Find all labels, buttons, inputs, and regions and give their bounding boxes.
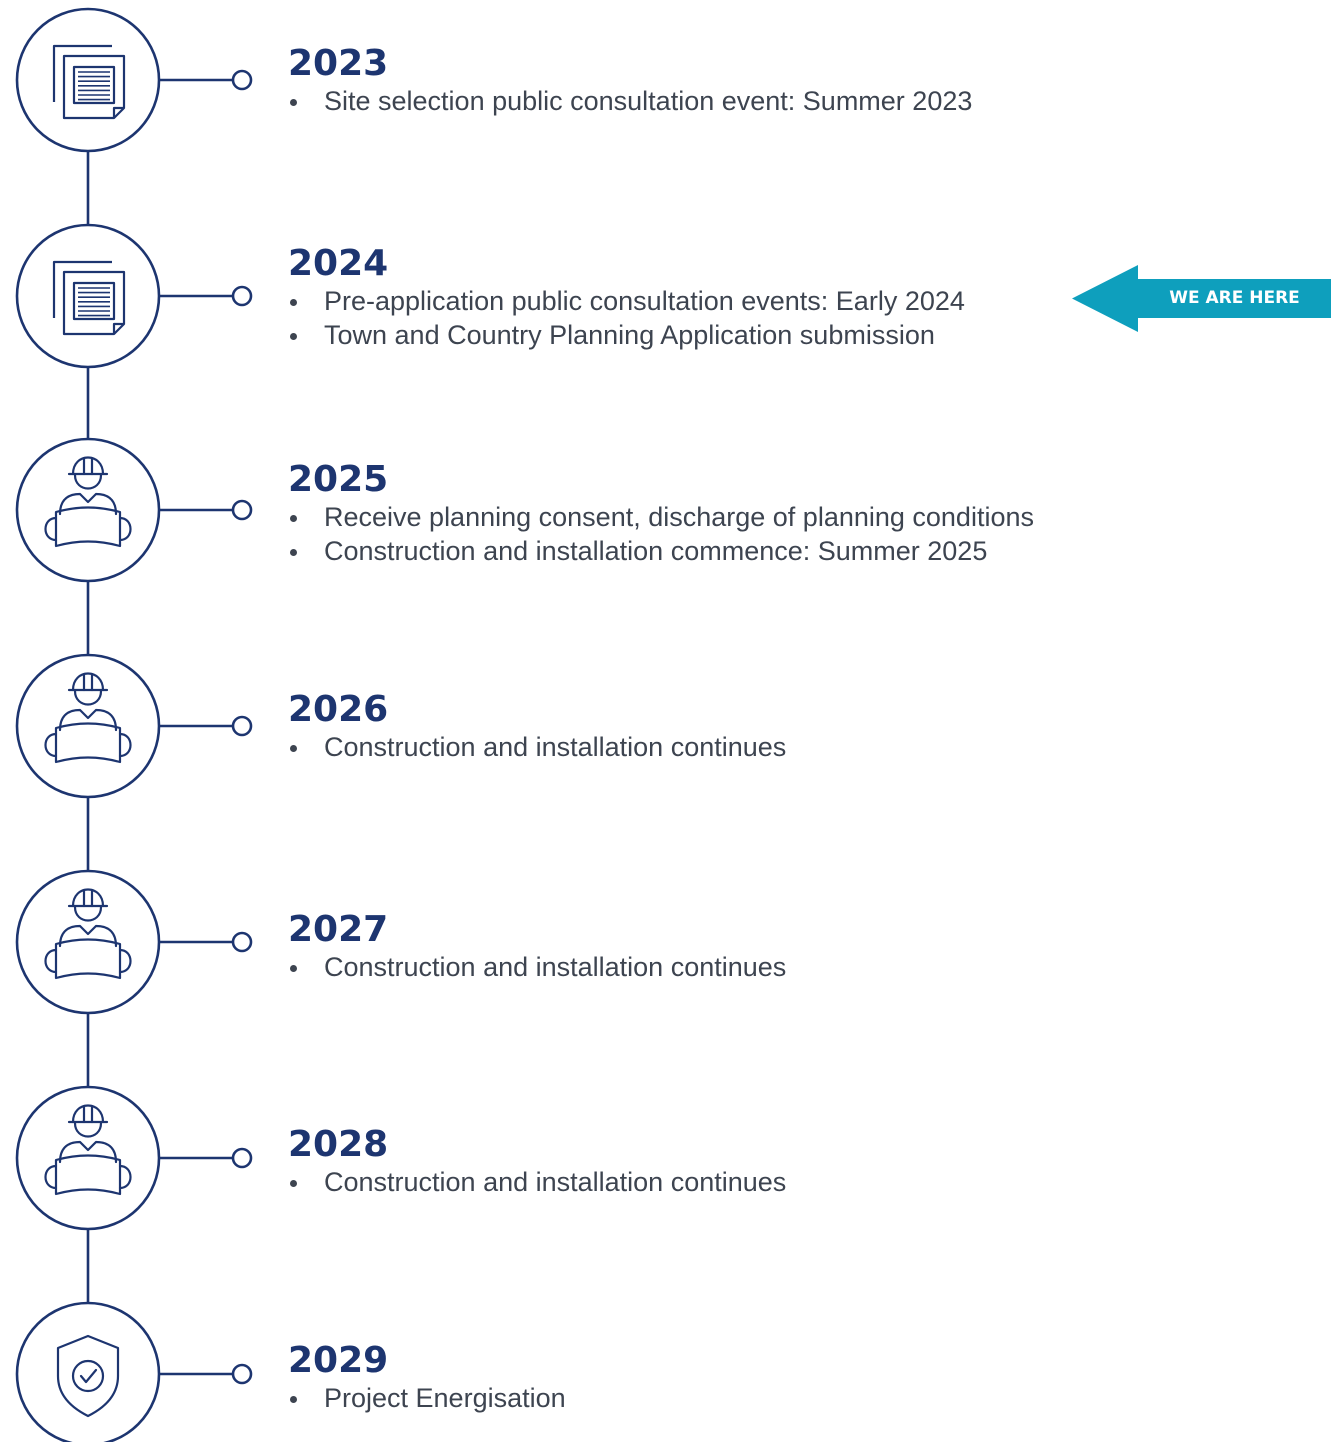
connector-node [231, 285, 253, 307]
milestone-2028 [15, 1085, 253, 1231]
year-heading: 2023 [288, 43, 389, 84]
we-are-here-marker: WE ARE HERE [1072, 265, 1331, 332]
milestone-2026 [15, 653, 253, 799]
milestone-2027 [15, 869, 253, 1015]
milestone-2025 [15, 437, 253, 583]
year-heading: 2028 [288, 1124, 389, 1165]
milestone-item: Construction and installation continues [288, 730, 786, 764]
milestone-item: Town and Country Planning Application su… [288, 318, 965, 352]
worker-with-plans-icon [44, 456, 132, 548]
milestone-circle [15, 869, 161, 1015]
milestone-items: Construction and installation continues [288, 730, 786, 764]
milestone-items: Construction and installation continues [288, 1165, 786, 1199]
connector-node [231, 1147, 253, 1169]
we-are-here-label: WE ARE HERE [1169, 288, 1300, 308]
connector-node [231, 69, 253, 91]
year-heading: 2025 [288, 459, 389, 500]
year-heading: 2029 [288, 1340, 389, 1381]
milestone-circle [15, 1301, 161, 1446]
milestone-circle [15, 1085, 161, 1231]
worker-with-plans-icon [44, 672, 132, 764]
year-heading: 2024 [288, 243, 389, 284]
milestone-2024 [15, 223, 253, 369]
milestone-item: Project Energisation [288, 1381, 566, 1415]
connector-node [231, 715, 253, 737]
milestone-item: Construction and installation continues [288, 950, 786, 984]
milestone-items: Pre-application public consultation even… [288, 284, 965, 352]
connector-node [231, 931, 253, 953]
worker-with-plans-icon [44, 1104, 132, 1196]
shield-check-icon [56, 1334, 120, 1418]
milestone-2029 [15, 1301, 253, 1446]
milestone-2023 [15, 7, 253, 153]
milestone-item: Receive planning consent, discharge of p… [288, 500, 1034, 534]
milestone-circle [15, 7, 161, 153]
marker-arrow-icon [1072, 265, 1331, 332]
milestone-item: Site selection public consultation event… [288, 84, 972, 118]
documents-icon [52, 44, 126, 120]
milestone-items: Project Energisation [288, 1381, 566, 1415]
milestone-item: Pre-application public consultation even… [288, 284, 965, 318]
worker-with-plans-icon [44, 888, 132, 980]
milestone-items: Site selection public consultation event… [288, 84, 972, 118]
milestone-circle [15, 223, 161, 369]
milestone-items: Receive planning consent, discharge of p… [288, 500, 1034, 568]
year-heading: 2026 [288, 689, 389, 730]
milestone-circle [15, 653, 161, 799]
milestone-item: Construction and installation continues [288, 1165, 786, 1199]
milestone-circle [15, 437, 161, 583]
milestone-items: Construction and installation continues [288, 950, 786, 984]
year-heading: 2027 [288, 909, 389, 950]
connector-node [231, 1363, 253, 1385]
connector-node [231, 499, 253, 521]
milestone-item: Construction and installation commence: … [288, 534, 1034, 568]
documents-icon [52, 260, 126, 336]
